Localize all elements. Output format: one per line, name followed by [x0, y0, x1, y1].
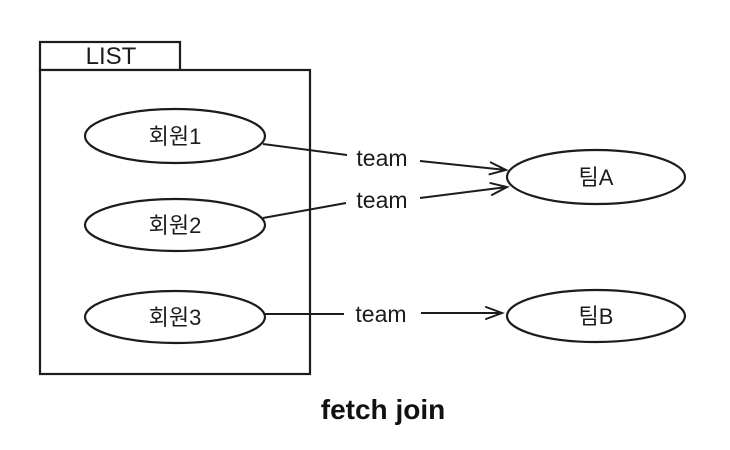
teamB-label: 팀B — [579, 304, 614, 329]
teamB-ellipse — [505, 288, 687, 344]
member2-label: 회원2 — [149, 213, 202, 238]
edge-member2-teamA-arrow — [419, 182, 510, 199]
member3-node: 회원3 — [83, 289, 267, 345]
list-folder-label: LIST — [86, 43, 137, 70]
member1-node: 회원1 — [83, 107, 267, 165]
edge-member1-teamA: team — [262, 143, 509, 176]
member1-ellipse — [83, 107, 267, 165]
teamB-node: 팀B — [505, 288, 687, 344]
member2-ellipse — [83, 197, 267, 253]
edge-member3-teamB: team — [264, 301, 505, 327]
teamA-node: 팀A — [505, 148, 687, 206]
member3-label: 회원3 — [149, 305, 202, 330]
edge-member1-teamA-lead-line — [262, 143, 348, 156]
edge-member2-teamA: team — [262, 182, 510, 219]
edge-member1-teamA-label: team — [356, 145, 407, 171]
edge-member2-teamA-lead-line — [262, 202, 347, 219]
teamA-ellipse — [505, 148, 687, 206]
edge-member1-teamA-arrow — [419, 160, 509, 176]
edge-member2-teamA-label: team — [356, 187, 407, 213]
teamA-label: 팀A — [579, 165, 614, 190]
member2-node: 회원2 — [83, 197, 267, 253]
edge-member3-teamB-label: team — [355, 301, 406, 327]
diagram-caption: fetch join — [321, 394, 445, 425]
member1-label: 회원1 — [149, 124, 202, 149]
member3-ellipse — [83, 289, 267, 345]
